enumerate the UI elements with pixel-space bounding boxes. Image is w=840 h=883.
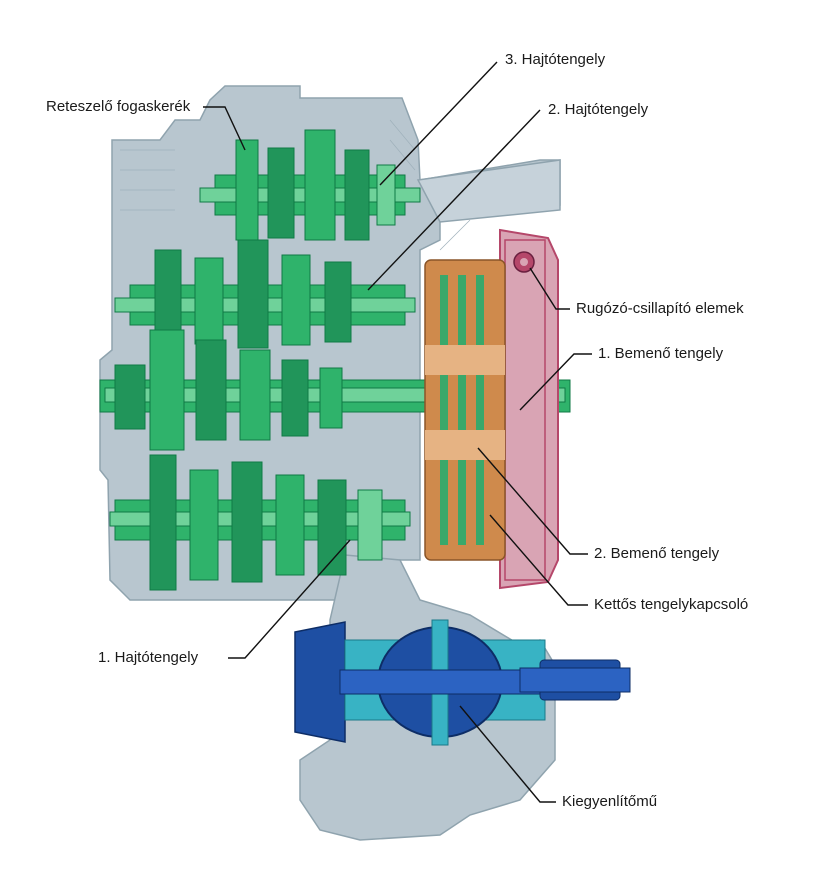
leader-drive-shaft-3 [379, 61, 498, 186]
leader-lines [203, 61, 592, 803]
label-drive-shaft-3: 3. Hajtótengely [505, 51, 606, 68]
leader-dual-clutch [489, 514, 588, 606]
housing-hatching [120, 119, 471, 251]
dual-clutch [424, 228, 559, 590]
leader-differential [459, 705, 556, 803]
label-input-shaft-1: 1. Bemenő tengely [598, 345, 724, 362]
leader-input-shaft-2 [477, 447, 588, 555]
leader-drive-shaft-1 [228, 539, 351, 659]
leader-drive-shaft-2 [367, 109, 541, 291]
label-damper-elements: Rugózó-csillapító elemek [576, 300, 744, 317]
leader-locking-gear [203, 106, 246, 151]
label-input-shaft-2: 2. Bemenő tengely [594, 545, 720, 562]
label-drive-shaft-1: 1. Hajtótengely [98, 649, 199, 666]
label-dual-clutch: Kettős tengelykapcsoló [594, 596, 749, 613]
leader-input-shaft-1 [519, 353, 592, 411]
label-locking-gear: Reteszelő fogaskerék [46, 98, 191, 115]
label-differential: Kiegyenlítőmű [562, 793, 658, 810]
drive-shaft-3 [199, 129, 421, 241]
label-drive-shaft-2: 2. Hajtótengely [548, 101, 649, 118]
drive-shaft-2 [114, 239, 416, 351]
leader-damper [529, 267, 570, 310]
drive-shaft-1 [109, 454, 411, 591]
differential [294, 619, 631, 746]
